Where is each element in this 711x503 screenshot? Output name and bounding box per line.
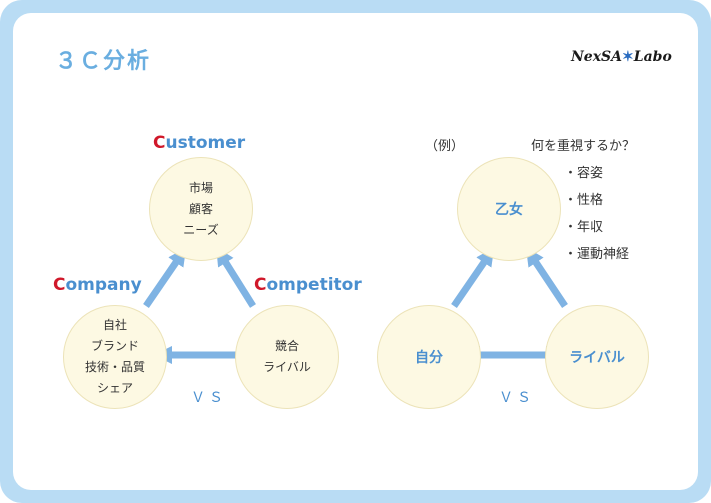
question-text: 何を重視するか？	[531, 139, 636, 154]
competitor-circle: 競合 ライバル	[235, 305, 339, 409]
customer-item: 顧客	[188, 201, 213, 216]
brand-logo: NexSA✶Labo	[571, 49, 672, 65]
competitor-label: Competitor	[254, 275, 362, 295]
star-icon: ✶	[622, 49, 634, 65]
company-circle: 自社 ブランド 技術・品質 シェア	[63, 305, 167, 409]
company-label: Company	[53, 275, 142, 295]
self-circle: 自分	[377, 305, 481, 409]
slide-title: ３Ｃ分析	[55, 49, 152, 74]
rival-label: ライバル	[569, 350, 625, 366]
company-item: シェア	[96, 381, 133, 395]
customer-item: ニーズ	[183, 222, 219, 237]
company-item: ブランド	[90, 339, 139, 353]
customer-label: Customer	[153, 133, 246, 153]
criteria-item: ・年収	[564, 220, 604, 235]
slide: ３Ｃ分析 NexSA✶Labo Customer Company Competi…	[13, 13, 698, 490]
competitor-to-customer-arrow	[216, 247, 256, 308]
maiden-circle: 乙女	[457, 157, 561, 261]
arrows-layer	[143, 247, 568, 365]
company-item: 自社	[102, 318, 127, 332]
company-item: 技術・品質	[84, 360, 145, 374]
rival-to-maiden-arrow	[525, 247, 568, 308]
customer-circle: 市場 顧客 ニーズ	[149, 157, 253, 261]
customer-item: 市場	[188, 180, 213, 195]
vs-label-right: ＶＳ	[499, 390, 535, 406]
self-label: 自分	[415, 350, 443, 366]
self-to-maiden-arrow	[451, 247, 495, 308]
competitor-item: 競合	[274, 339, 299, 353]
competitor-item: ライバル	[263, 360, 311, 374]
criteria-item: ・容姿	[564, 166, 604, 181]
rival-circle: ライバル	[545, 305, 649, 409]
criteria-item: ・性格	[564, 193, 604, 208]
company-to-customer-arrow	[143, 247, 187, 308]
example-label: （例）	[425, 139, 465, 154]
criteria-item: ・運動神経	[564, 247, 630, 262]
maiden-label: 乙女	[495, 202, 523, 218]
vs-label-left: ＶＳ	[191, 390, 227, 406]
